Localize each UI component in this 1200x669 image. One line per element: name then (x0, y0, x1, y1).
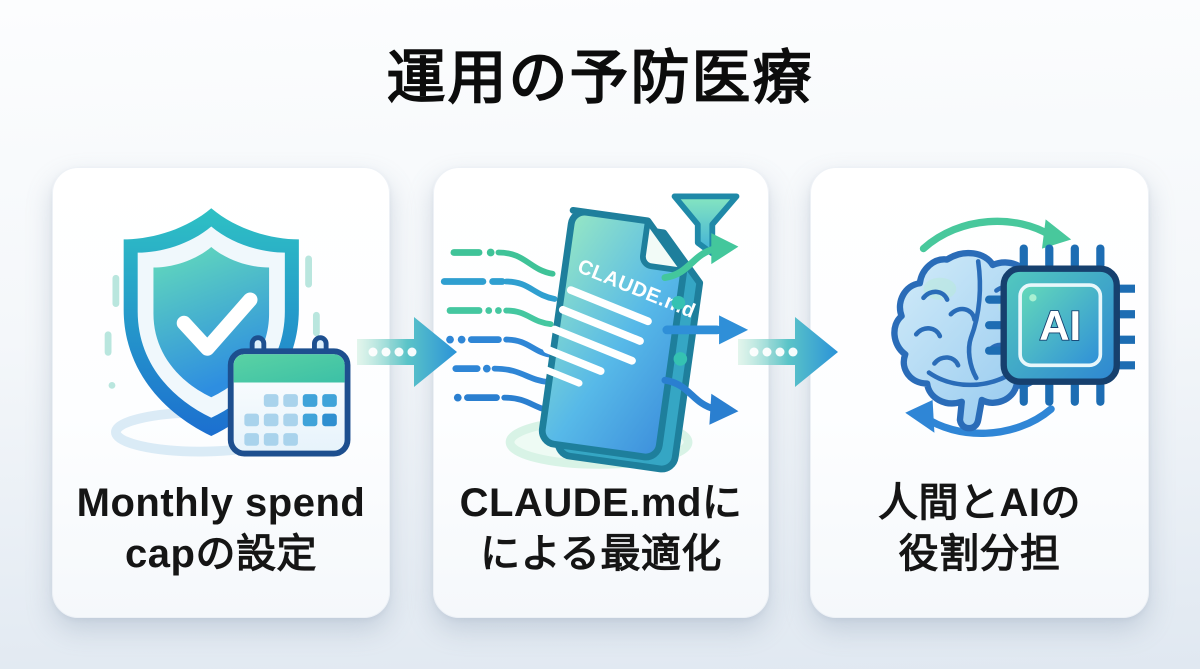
card-label: CLAUDE.mdに による最適化 (460, 478, 743, 580)
card-spend-cap: Monthly spend capの設定 (52, 167, 390, 618)
card-label-line: による最適化 (480, 532, 722, 577)
card-label-line: CLAUDE.mdに (459, 481, 743, 525)
ai-chip-label: AI (1039, 302, 1081, 349)
card-human-ai-roles: AI 人間とAIの 役割分担 (810, 167, 1149, 618)
flow-arrow-icon (738, 309, 838, 395)
page-title: 運用の予防医療 (386, 45, 814, 111)
card-label: 人間とAIの 役割分担 (878, 478, 1081, 580)
card-claude-md: CLAUDE.md (433, 167, 769, 618)
shield-check-calendar-icon (75, 178, 367, 476)
card-label-line: 人間とAIの (878, 481, 1081, 525)
card-label-line: capの設定 (125, 532, 317, 577)
card-label: Monthly spend capの設定 (77, 478, 366, 580)
flow-arrow-icon (357, 309, 457, 395)
card-label-line: 役割分担 (898, 532, 1061, 577)
card-label-line: Monthly spend (76, 481, 366, 525)
brain-ai-chip-cycle-icon: AI (825, 178, 1135, 476)
claude-md-document-flow-icon: CLAUDE.md (436, 178, 766, 476)
